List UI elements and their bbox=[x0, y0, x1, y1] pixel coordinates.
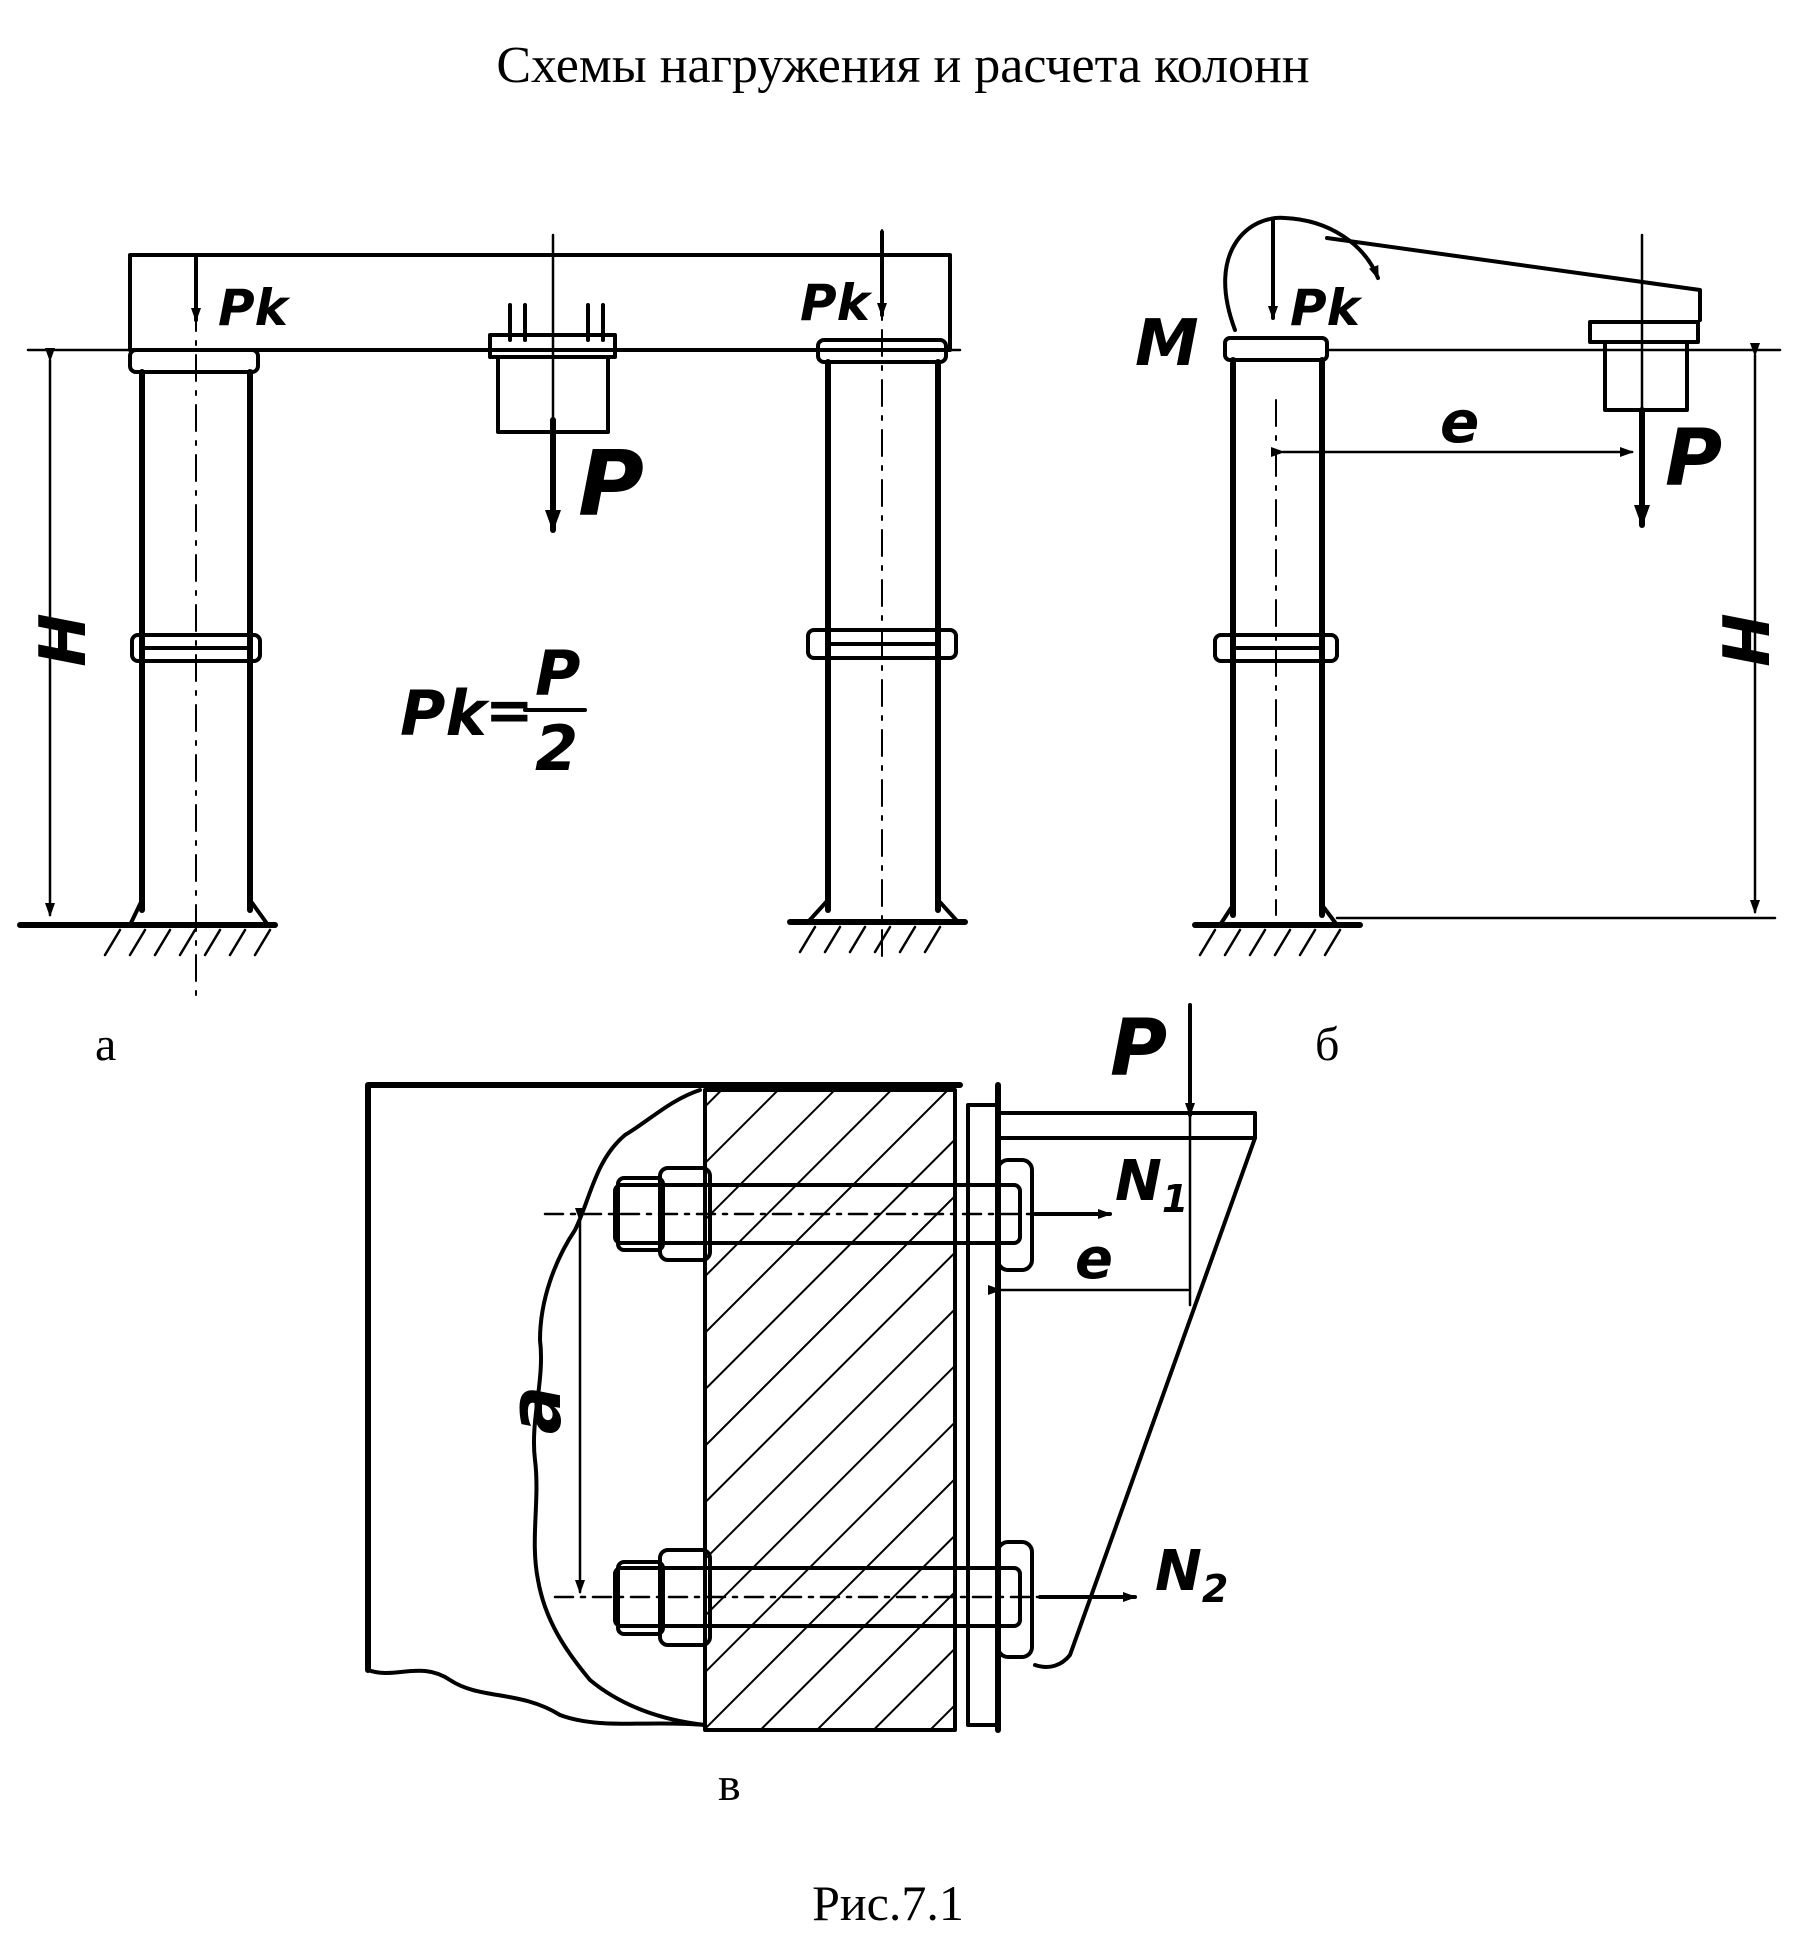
svg-text:2: 2 bbox=[535, 712, 578, 785]
column-section bbox=[705, 1090, 955, 1730]
label-n1: N1 bbox=[1115, 1149, 1188, 1221]
label-p-b: P bbox=[1665, 414, 1722, 504]
panel-b-label: б bbox=[1315, 1018, 1339, 1071]
left-column bbox=[128, 254, 270, 1001]
wall-outline bbox=[365, 1082, 963, 1673]
formula-pk: Pk = P 2 bbox=[400, 637, 587, 785]
svg-text:P: P bbox=[535, 637, 580, 710]
bracket bbox=[966, 1082, 1257, 1733]
center-block bbox=[488, 233, 617, 442]
label-a: a bbox=[493, 1386, 577, 1435]
break-line bbox=[366, 1668, 707, 1727]
column-b bbox=[1213, 336, 1339, 927]
bolt-top bbox=[543, 1158, 1057, 1272]
panel-a: Pk Pk P H Pk = P 2 а bbox=[17, 229, 968, 1071]
label-pk-b: Pk bbox=[1290, 279, 1363, 337]
label-h-b: H bbox=[1706, 613, 1780, 667]
label-p-center: P bbox=[578, 432, 644, 537]
bolt-bottom bbox=[553, 1540, 1112, 1659]
label-pk-left: Pk bbox=[218, 279, 291, 337]
label-p-c: P bbox=[1110, 1004, 1167, 1094]
right-column bbox=[806, 229, 960, 961]
diagram-title: Схемы нагружения и расчета колонн bbox=[496, 37, 1309, 94]
label-moment: M bbox=[1135, 307, 1199, 381]
figure-caption: Рис.7.1 bbox=[812, 1875, 964, 1931]
label-h-left: H bbox=[22, 613, 96, 667]
label-e-c: e bbox=[1075, 1227, 1113, 1292]
right-ground-hatching bbox=[787, 919, 968, 954]
moment-arc bbox=[1223, 215, 1380, 332]
label-n2: N2 bbox=[1155, 1539, 1228, 1611]
panel-c: P N1 N2 e a в bbox=[365, 1003, 1257, 1811]
cutaway-edge bbox=[531, 1088, 707, 1727]
panel-b: M Pk P e H б bbox=[1135, 215, 1782, 1071]
label-e-b: e bbox=[1440, 388, 1479, 456]
cantilever-arm bbox=[1325, 236, 1702, 322]
ground-hatching-b bbox=[1192, 922, 1363, 957]
label-pk-right: Pk bbox=[800, 274, 873, 332]
svg-text:Pk: Pk bbox=[400, 677, 490, 750]
left-ground-hatching bbox=[17, 922, 278, 957]
panel-c-label: в bbox=[718, 1758, 741, 1811]
panel-a-label: а bbox=[95, 1018, 116, 1071]
hanging-block-b bbox=[1588, 233, 1700, 422]
